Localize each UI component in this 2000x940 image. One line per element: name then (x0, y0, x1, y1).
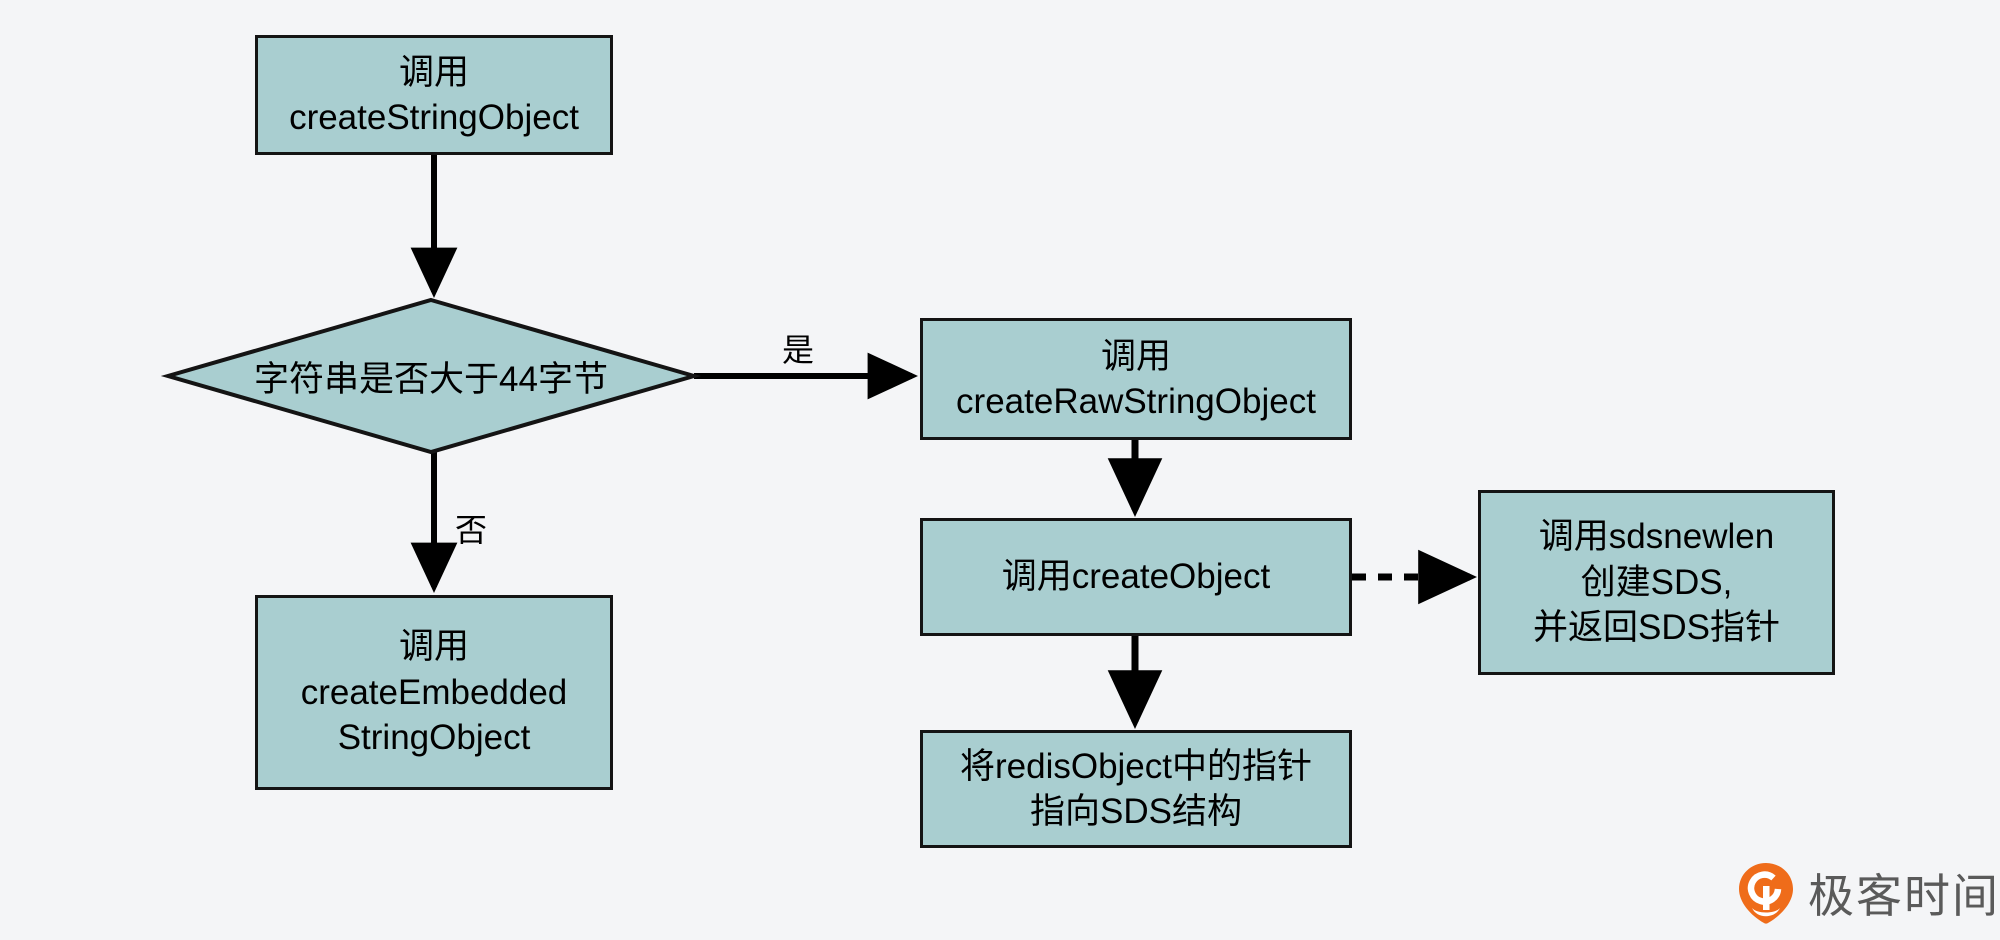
node-create-object-line-1: 调用createObject (1001, 557, 1271, 597)
node-create-embedded-line-2: createEmbedded (300, 672, 568, 712)
node-create-raw-line-2: createRawStringObject (956, 382, 1316, 421)
node-sdsnewlen-line-2: 创建SDS, (1580, 562, 1733, 602)
node-sdsnewlen-create-sds[interactable]: 调用sdsnewlen 创建SDS, 并返回SDS指针 (1478, 490, 1835, 675)
node-sdsnewlen-line-3: 并返回SDS指针 (1533, 608, 1780, 648)
node-create-embedded-line-1: 调用 (398, 627, 469, 667)
decision-diamond-shape (160, 297, 702, 455)
geektime-pin-icon (1739, 863, 1793, 924)
node-point-sds-line-2: 指向SDS结构 (1030, 792, 1242, 831)
node-create-raw-string-object[interactable]: 调用 createRawStringObject (920, 318, 1352, 440)
node-point-sds-line-1: 将redisObject中的指针 (959, 746, 1313, 786)
node-point-redisobject-to-sds[interactable]: 将redisObject中的指针 指向SDS结构 (920, 730, 1352, 848)
node-decision-string-length[interactable]: 字符串是否大于44字节 (168, 300, 694, 452)
watermark: 极客时间 (1738, 860, 2000, 926)
node-create-string-object-line-1: 调用 (398, 52, 469, 92)
node-create-object[interactable]: 调用createObject (920, 518, 1352, 636)
node-sdsnewlen-line-1: 调用sdsnewlen (1538, 517, 1775, 557)
node-decision-label: 字符串是否大于44字节 (254, 359, 608, 399)
edge-label-yes: 是 (782, 332, 815, 368)
node-create-string-object-line-2: createStringObject (289, 98, 579, 137)
node-create-raw-line-1: 调用 (1100, 336, 1171, 376)
watermark-text: 极客时间 (1808, 870, 2000, 922)
edge-label-no: 否 (455, 512, 488, 548)
node-create-embedded-string-object[interactable]: 调用 createEmbedded StringObject (255, 595, 613, 790)
node-create-embedded-line-3: StringObject (337, 718, 531, 758)
node-create-string-object[interactable]: 调用 createStringObject (255, 35, 613, 155)
